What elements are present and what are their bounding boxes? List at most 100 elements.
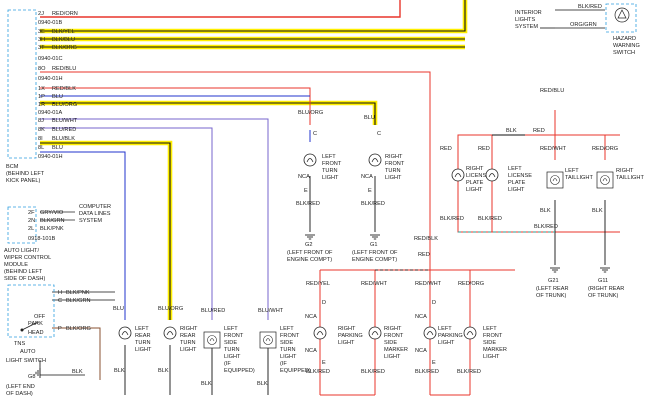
- svg-text:FRONT: FRONT: [384, 333, 404, 339]
- svg-text:LEFT: LEFT: [438, 326, 452, 332]
- svg-text:BLK: BLK: [201, 381, 212, 387]
- ground-g8-label: G8: [28, 374, 35, 380]
- ground-g8-icon: [35, 367, 41, 379]
- svg-text:LEFT: LEFT: [135, 326, 149, 332]
- svg-text:BLK: BLK: [72, 369, 83, 375]
- switch-pos-auto: AUTO: [20, 349, 36, 355]
- svg-text:LIGHT: LIGHT: [135, 347, 152, 353]
- svg-text:RED/WHT: RED/WHT: [361, 281, 388, 287]
- svg-text:BCM: BCM: [6, 164, 19, 170]
- svg-text:ENGINE COMPT): ENGINE COMPT): [352, 257, 397, 263]
- svg-text:LEFT: LEFT: [508, 166, 522, 172]
- bcm-pin: 3T: [38, 45, 45, 51]
- svg-text:(LEFT FRONT OF: (LEFT FRONT OF: [287, 250, 333, 256]
- bulb-icon: [368, 153, 382, 167]
- svg-text:G11: G11: [598, 278, 608, 284]
- svg-text:FRONT: FRONT: [322, 161, 342, 167]
- svg-text:RED/BLK: RED/BLK: [414, 236, 438, 242]
- svg-text:PARKING: PARKING: [338, 333, 363, 339]
- svg-text:(BEHIND LEFT: (BEHIND LEFT: [6, 171, 45, 177]
- bulb-icon: [368, 326, 382, 340]
- bcm-pin: 3H: [38, 37, 45, 43]
- svg-text:(LEFT REAR: (LEFT REAR: [536, 286, 569, 292]
- svg-text:LEFT: LEFT: [280, 326, 294, 332]
- bcm-pin: 1X: [38, 86, 45, 92]
- svg-text:BLK/PNK: BLK/PNK: [66, 290, 90, 296]
- svg-text:BLK/RED: BLK/RED: [361, 369, 385, 375]
- bcm-label: BCM (BEHIND LEFT KICK PANEL): [6, 164, 45, 184]
- right-parking-light: RED/YEL D NCA RIGHT PARKING LIGHT NCA E …: [305, 281, 363, 375]
- svg-text:BLK/PNK: BLK/PNK: [40, 226, 64, 232]
- svg-text:LIGHT: LIGHT: [322, 175, 339, 181]
- led-light-icon: [203, 331, 221, 349]
- svg-text:KICK PANEL): KICK PANEL): [6, 178, 41, 184]
- bcm-wire: BLK/BLU: [52, 37, 75, 43]
- svg-text:WARNING: WARNING: [613, 43, 640, 49]
- ground-g1-icon: [369, 234, 381, 240]
- bcm-connector-id: 0940-01C: [38, 56, 63, 62]
- svg-text:LICENSE: LICENSE: [508, 173, 532, 179]
- svg-text:SIDE: SIDE: [384, 340, 397, 346]
- bulb-icon: [485, 168, 499, 182]
- svg-text:BLK: BLK: [506, 128, 517, 134]
- interior-lights-label: INTERIOR: [515, 10, 542, 16]
- svg-text:SWITCH: SWITCH: [613, 50, 635, 56]
- svg-text:RED: RED: [440, 146, 452, 152]
- svg-text:ORG/GRN: ORG/GRN: [570, 22, 597, 28]
- svg-text:BLU/ORG: BLU/ORG: [298, 110, 323, 116]
- svg-text:NCA: NCA: [305, 314, 317, 320]
- svg-text:WIPER CONTROL: WIPER CONTROL: [4, 255, 51, 261]
- svg-text:TURN: TURN: [180, 340, 196, 346]
- bcm-wire: BLU/WHT: [52, 118, 78, 124]
- svg-text:HAZARD: HAZARD: [613, 36, 636, 42]
- svg-text:BLK/RED: BLK/RED: [457, 369, 481, 375]
- svg-text:EQUIPPED): EQUIPPED): [280, 368, 311, 374]
- svg-text:G21: G21: [548, 278, 559, 284]
- svg-text:G2: G2: [305, 242, 312, 248]
- hazard-switch-icon: [614, 7, 630, 23]
- left-front-turn-light: BLU/ORG C NCA LEFT FRONT TURN LIGHT E BL…: [287, 110, 342, 263]
- bcm-connector-id: 0940-01A: [38, 110, 63, 116]
- svg-text:LIGHT: LIGHT: [224, 354, 241, 360]
- svg-text:GRY/VIO: GRY/VIO: [40, 210, 64, 216]
- switch-contact-icon: [21, 321, 39, 331]
- bcm-wire: BLU/RED: [52, 127, 76, 133]
- svg-text:RIGHT: RIGHT: [616, 168, 634, 174]
- svg-text:MODULE: MODULE: [4, 262, 28, 268]
- svg-text:FRONT: FRONT: [280, 333, 300, 339]
- svg-text:D: D: [432, 300, 436, 306]
- svg-text:FRONT: FRONT: [385, 161, 405, 167]
- svg-text:PLATE: PLATE: [508, 180, 526, 186]
- svg-text:PARKING: PARKING: [438, 333, 463, 339]
- svg-text:SYSTEM: SYSTEM: [515, 24, 538, 30]
- svg-text:EQUIPPED): EQUIPPED): [224, 368, 255, 374]
- svg-text:RED/WHT: RED/WHT: [540, 146, 567, 152]
- svg-text:MARKER: MARKER: [483, 347, 507, 353]
- svg-text:(LEFT FRONT OF: (LEFT FRONT OF: [352, 250, 398, 256]
- switch-pos-head: HEAD: [28, 330, 44, 336]
- svg-text:BLK: BLK: [592, 208, 603, 214]
- svg-text:2N: 2N: [28, 218, 35, 224]
- svg-text:C: C: [377, 131, 381, 137]
- bcm-pin: 1P: [38, 94, 45, 100]
- svg-text:PLATE: PLATE: [466, 180, 484, 186]
- svg-text:RED/BLU: RED/BLU: [540, 88, 564, 94]
- bcm-wire: BLK/ORG: [52, 45, 77, 51]
- left-front-side-marker-light: RED/ORG LEFT FRONT SIDE MARKER LIGHT BLK…: [457, 281, 507, 375]
- svg-text:P: P: [58, 326, 62, 332]
- svg-text:BLU/RED: BLU/RED: [201, 308, 225, 314]
- ground-g2-icon: [304, 234, 316, 240]
- svg-text:TAILLIGHT: TAILLIGHT: [565, 175, 593, 181]
- svg-text:LIGHT: LIGHT: [483, 354, 500, 360]
- svg-text:SIDE: SIDE: [280, 340, 293, 346]
- svg-text:BLK/RED: BLK/RED: [478, 216, 502, 222]
- svg-text:REAR: REAR: [135, 333, 151, 339]
- bulb-icon: [313, 326, 327, 340]
- svg-text:OF TRUNK): OF TRUNK): [588, 293, 618, 299]
- svg-text:OF TRUNK): OF TRUNK): [536, 293, 566, 299]
- svg-text:(IF: (IF: [224, 361, 231, 367]
- svg-text:RED: RED: [533, 128, 545, 134]
- svg-text:MARKER: MARKER: [384, 347, 408, 353]
